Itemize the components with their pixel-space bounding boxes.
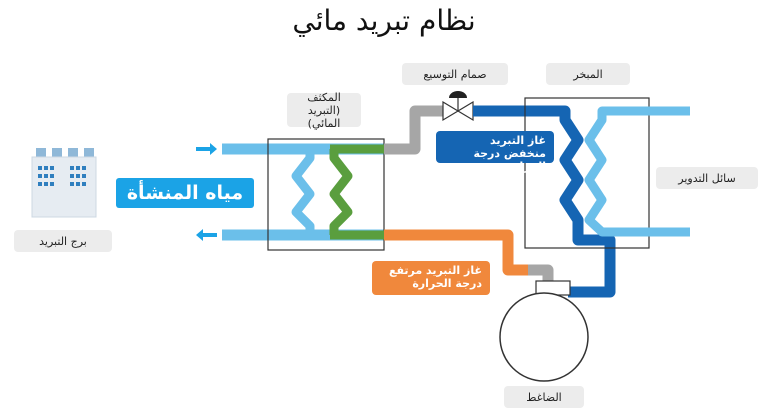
cooling-tower-text: برج التبريد [39, 234, 87, 248]
condenser-label-line2: (التبريد المائي) [307, 103, 341, 130]
facility-water-label: مياه المنشأة [116, 178, 254, 208]
low-temp-line2: منخفض درجة الحرارة [473, 147, 546, 173]
circulating-fluid-text: سائل التدوير [678, 171, 736, 185]
flow-arrow-icon [196, 229, 217, 241]
liquid-line-pipe [384, 105, 443, 155]
expansion-valve-text: صمام التوسيع [423, 67, 487, 81]
flow-arrow-icon [196, 143, 217, 155]
cooling-tower-icon [31, 148, 97, 218]
condenser-label: المكثف (التبريد المائي) [287, 90, 361, 130]
circulating-fluid-coil [584, 106, 690, 237]
high-temp-refrigerant-callout: غاز التبريد مرتفع درجة الحرارة [372, 261, 490, 295]
compressor-label: الضاغط [504, 386, 584, 408]
condenser-refrigerant-coil [329, 149, 353, 235]
evaporator-text: المبخر [573, 67, 603, 81]
low-temp-refrigerant-pipe [473, 105, 616, 298]
evaporator-box [524, 97, 650, 249]
low-temp-refrigerant-callout: غاز التبريد منخفض درجة الحرارة [436, 131, 554, 173]
valve-icon [442, 91, 474, 122]
high-temp-line2: درجة الحرارة [412, 277, 482, 290]
evaporator-label: المبخر [546, 63, 630, 85]
cooling-tower-label: برج التبريد [14, 230, 112, 252]
condenser-label-line1: المكثف [307, 90, 341, 104]
condenser-box [267, 138, 385, 251]
compressor-text: الضاغط [526, 390, 562, 404]
compressor-icon [499, 280, 589, 382]
condenser-water-coil [291, 149, 315, 235]
diagram-title: نظام تبريد مائي [292, 4, 476, 37]
circulating-fluid-label: سائل التدوير [656, 167, 758, 189]
high-temp-line1: غاز التبريد مرتفع [388, 264, 482, 277]
expansion-valve-label: صمام التوسيع [402, 63, 508, 85]
high-temp-refrigerant-pipe [384, 229, 528, 276]
low-temp-line1: غاز التبريد [489, 134, 546, 147]
